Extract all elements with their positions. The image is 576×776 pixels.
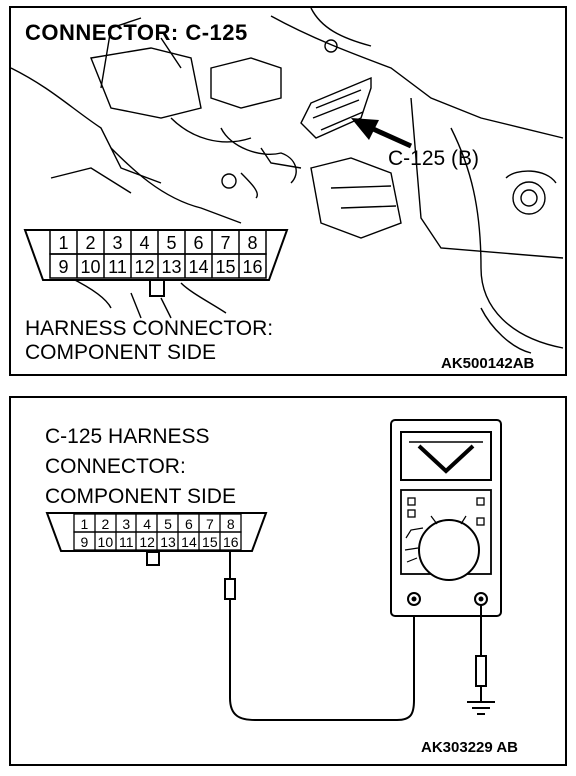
pin-number: 10: [80, 257, 100, 277]
pin-number: 12: [139, 534, 155, 550]
pin-number: 2: [101, 516, 109, 532]
pin-number: 11: [119, 534, 134, 550]
pin-number: 7: [220, 233, 230, 253]
pin-number: 15: [202, 534, 218, 550]
pin-number: 14: [188, 257, 208, 277]
connector-pin-row-bottom: 9 10 11 12 13 14 15 16: [58, 257, 262, 277]
pin-number: 11: [108, 257, 127, 277]
pin-number: 9: [81, 534, 89, 550]
pin-number: 12: [134, 257, 154, 277]
pin-number: 13: [160, 534, 176, 550]
connector-face: [23, 229, 289, 297]
multimeter: [390, 419, 502, 617]
callout-arrow: [351, 118, 413, 149]
pin-number: 2: [85, 233, 95, 253]
pin-number: 6: [193, 233, 203, 253]
pin-number: 5: [166, 233, 176, 253]
side-label-line1: HARNESS CONNECTOR:: [25, 317, 274, 340]
pin-number: 14: [181, 534, 197, 550]
pin-number: 3: [112, 233, 122, 253]
pin-number: 4: [143, 516, 151, 532]
pin-number: 8: [227, 516, 235, 532]
pin-number: 4: [139, 233, 149, 253]
test-probe: [224, 550, 415, 721]
pin-number: 8: [247, 233, 257, 253]
harness-label-line3: COMPONENT SIDE: [45, 485, 236, 508]
connector-title: CONNECTOR: C-125: [25, 20, 248, 45]
pin-number: 1: [81, 516, 89, 532]
pin-number: 9: [58, 257, 68, 277]
pin-number: 1: [58, 233, 68, 253]
harness-label-line1: C-125 HARNESS: [45, 425, 210, 448]
pin-number: 10: [98, 534, 114, 550]
side-label-line2: COMPONENT SIDE: [25, 341, 216, 364]
ground-icon: [467, 701, 495, 715]
pin-number: 16: [242, 257, 262, 277]
figure-code: AK303229 AB: [421, 739, 518, 756]
connector-face: [45, 512, 268, 566]
connector-callout-label: C-125 (B): [388, 147, 480, 170]
harness-label-line2: CONNECTOR:: [45, 455, 186, 478]
pin-number: 7: [206, 516, 214, 532]
figure-code: AK500142AB: [441, 355, 535, 372]
pin-number: 5: [164, 516, 172, 532]
pin-number: 3: [122, 516, 130, 532]
pin-number: 6: [185, 516, 193, 532]
pin-number: 15: [215, 257, 235, 277]
ground-lead: [475, 605, 487, 702]
connector-pin-row-bottom: 9 10 11 12 13 14 15 16: [81, 534, 239, 550]
pin-number: 16: [223, 534, 239, 550]
pin-number: 13: [161, 257, 181, 277]
